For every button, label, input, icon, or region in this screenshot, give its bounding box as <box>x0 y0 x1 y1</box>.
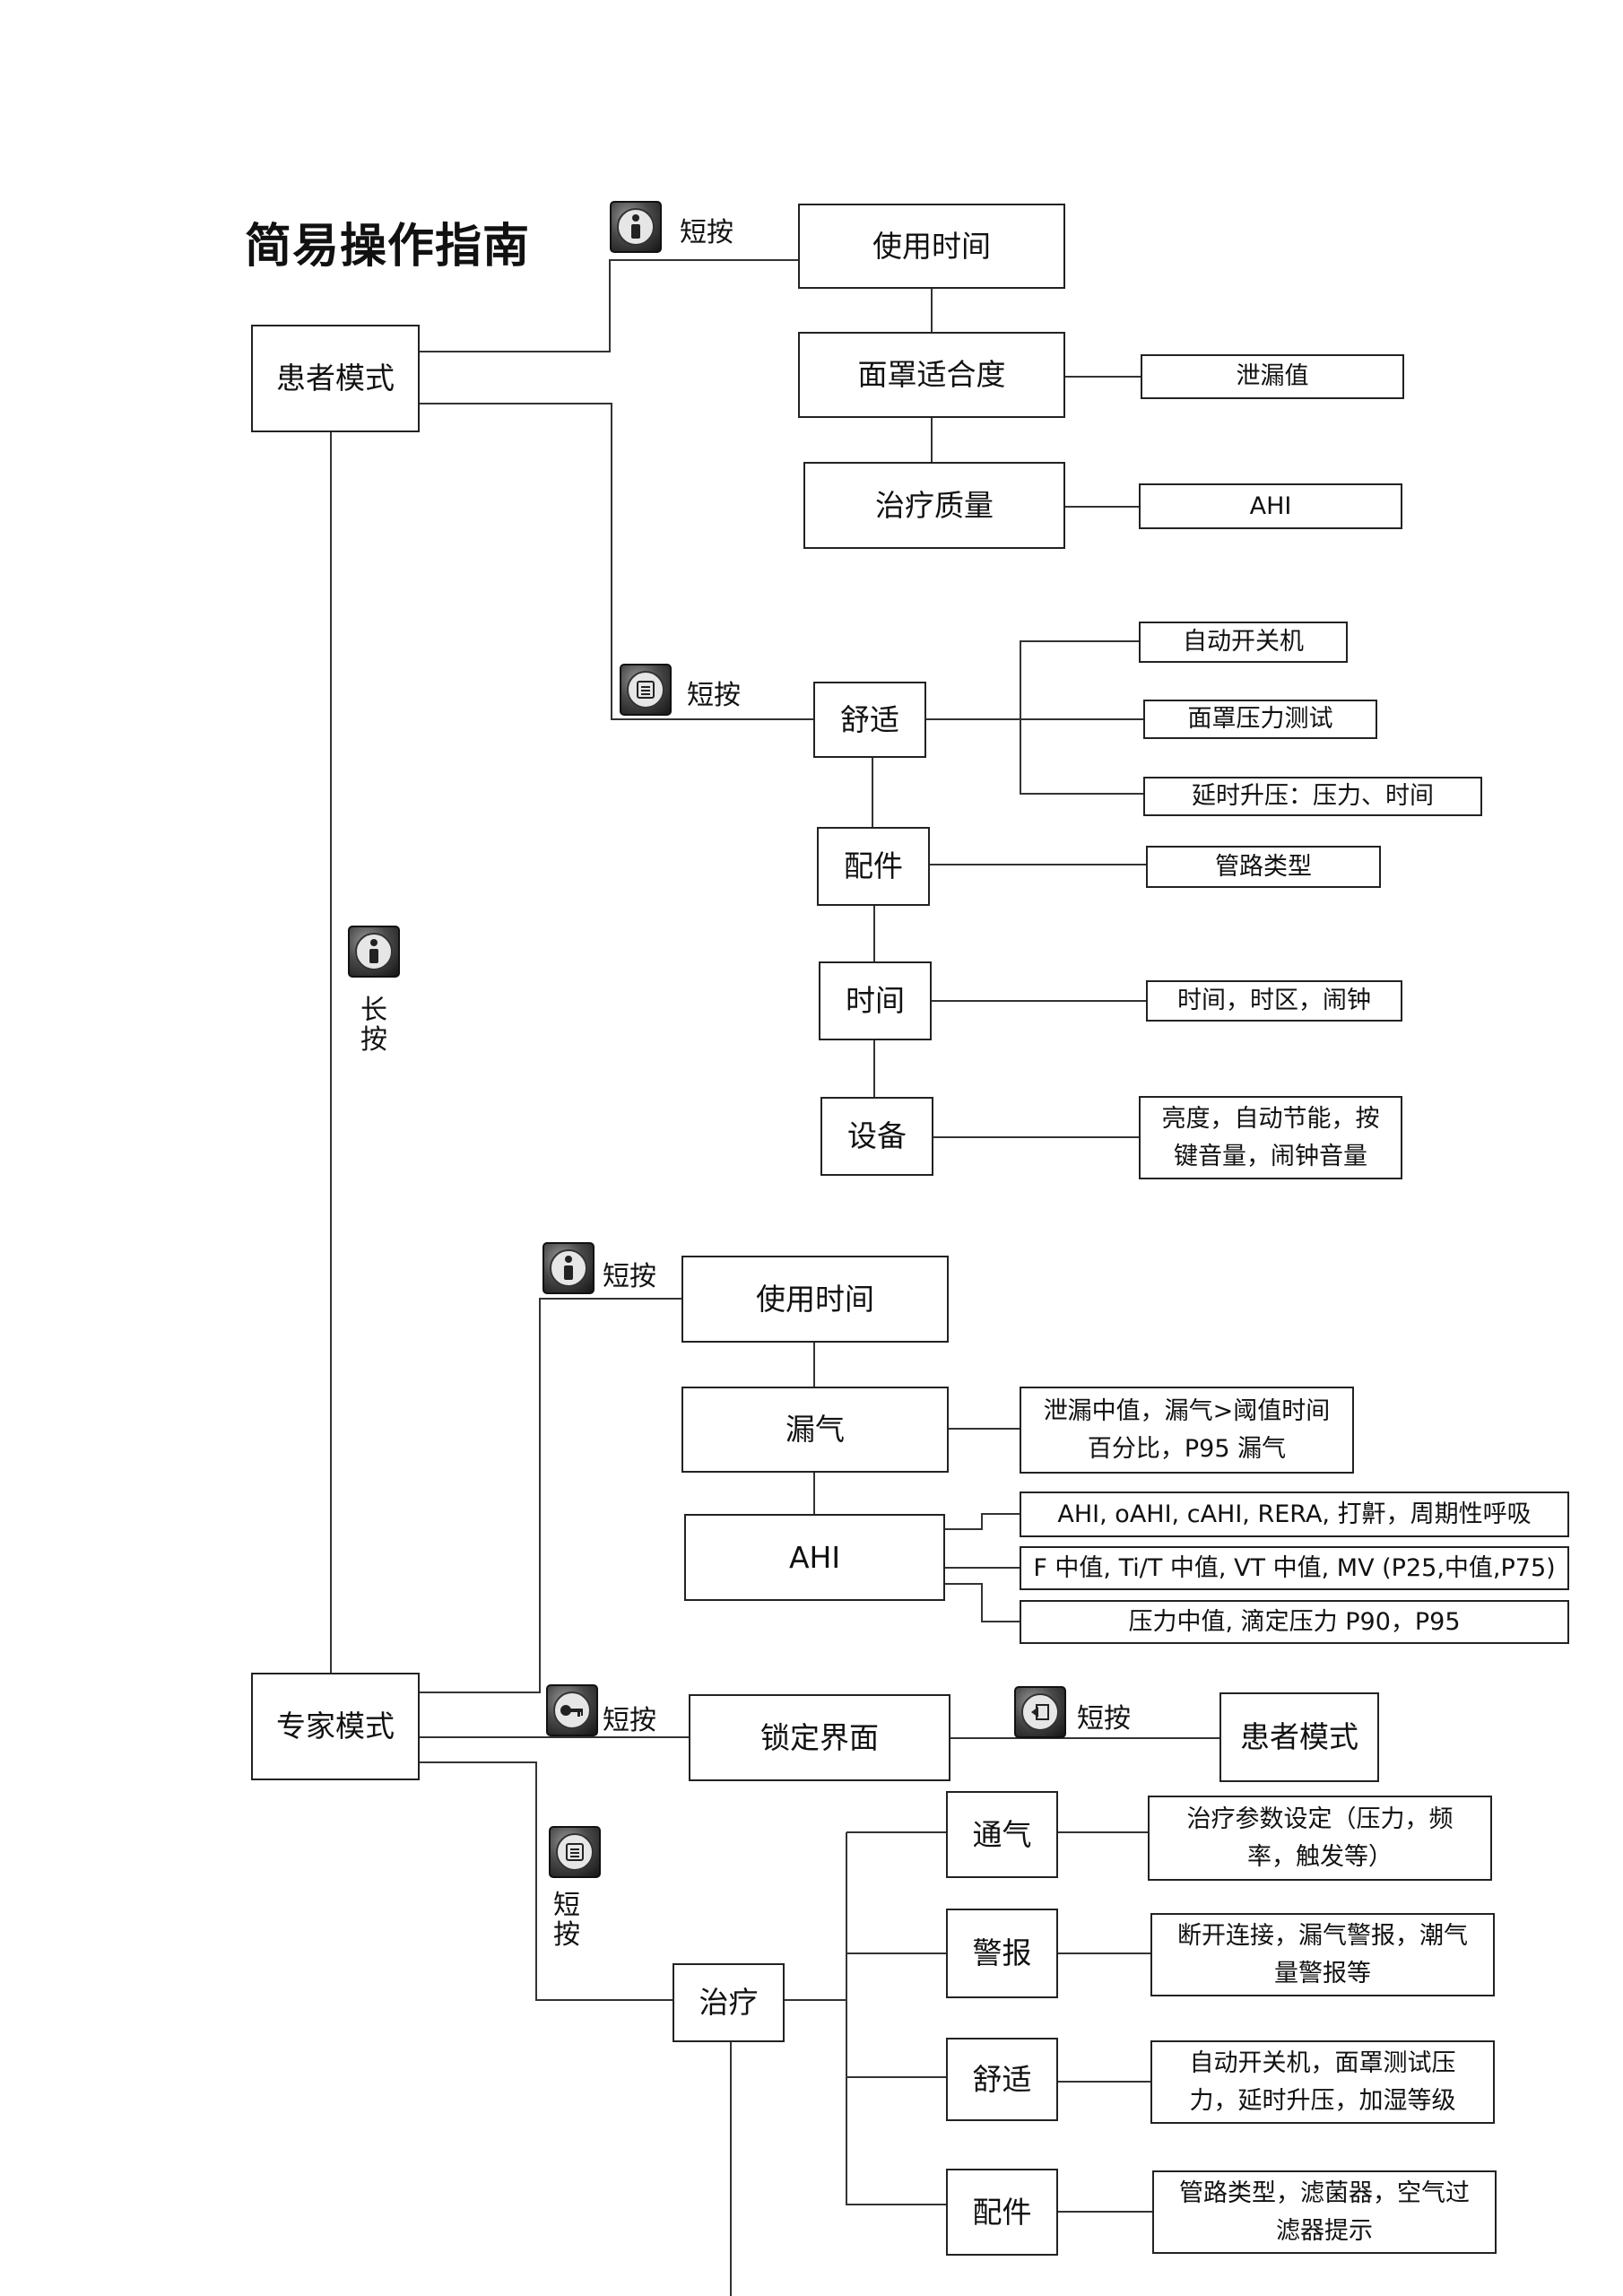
comfort-box: 舒适 <box>813 682 926 758</box>
usage-time-box: 使用时间 <box>798 204 1065 289</box>
usage-time-box: 使用时间 <box>681 1256 949 1343</box>
key-icon <box>546 1684 598 1736</box>
short-press-label: 短按 <box>603 1261 656 1292</box>
info-icon <box>610 201 662 253</box>
expert-mode-box: 专家模式 <box>251 1673 420 1780</box>
alarm-detail-line-1: 断开连接，漏气警报，潮气 <box>1177 1921 1468 1950</box>
leak-detail-line-2: 百分比，P95 漏气 <box>1087 1434 1287 1463</box>
ventilation-detail-line-1: 治疗参数设定（压力，频 <box>1186 1805 1454 1833</box>
ventilation-box: 通气 <box>946 1791 1058 1878</box>
mask-fit-box: 面罩适合度 <box>798 332 1065 418</box>
leak-detail-line-1: 泄漏中值，漏气>阈值时间 <box>1043 1396 1331 1425</box>
time-detail-box: 时间，时区，闹钟 <box>1146 980 1402 1022</box>
info-icon <box>542 1242 595 1294</box>
tube-type-box: 管路类型 <box>1146 846 1381 888</box>
short-press-label: 短按 <box>687 680 741 711</box>
ahi-detail-box-2: F 中值, Ti/T 中值, VT 中值, MV (P25,中值,P75) <box>1020 1546 1569 1590</box>
info-icon <box>348 926 400 978</box>
device-detail-box: 亮度，自动节能，按 键音量，闹钟音量 <box>1139 1096 1402 1179</box>
accessories-box: 配件 <box>817 827 930 906</box>
patient-mode-return-box: 患者模式 <box>1219 1692 1379 1782</box>
long-press-label: 长 按 <box>360 995 387 1056</box>
device-box: 设备 <box>820 1097 933 1176</box>
comfort-detail-line-1: 自动开关机，面罩测试压 <box>1189 2048 1456 2077</box>
comfort-box: 舒适 <box>946 2038 1058 2121</box>
ahi-box: AHI <box>684 1514 945 1601</box>
back-icon <box>1014 1686 1066 1738</box>
ventilation-detail-box: 治疗参数设定（压力，频 率，触发等） <box>1148 1796 1492 1881</box>
therapy-box: 治疗 <box>673 1963 785 2042</box>
short-press-label: 短按 <box>680 217 733 248</box>
auto-onoff-box: 自动开关机 <box>1139 622 1348 663</box>
ahi-box: AHI <box>1139 483 1402 529</box>
ventilation-detail-line-2: 率，触发等） <box>1247 1842 1393 1871</box>
leak-detail-box: 泄漏中值，漏气>阈值时间 百分比，P95 漏气 <box>1020 1387 1354 1474</box>
leak-value-box: 泄漏值 <box>1141 354 1404 399</box>
accessories-box: 配件 <box>946 2169 1058 2256</box>
ahi-detail-box-1: AHI, oAHI, cAHI, RERA, 打鼾，周期性呼吸 <box>1020 1492 1569 1537</box>
alarm-detail-box: 断开连接，漏气警报，潮气 量警报等 <box>1150 1913 1495 1996</box>
mask-pressure-test-box: 面罩压力测试 <box>1143 700 1377 739</box>
device-detail-line-2: 键音量，闹钟音量 <box>1174 1142 1367 1170</box>
accessories-detail-box: 管路类型，滤菌器，空气过 滤器提示 <box>1152 2170 1497 2254</box>
accessories-detail-line-2: 滤器提示 <box>1276 2216 1373 2245</box>
comfort-detail-box: 自动开关机，面罩测试压 力，延时升压，加湿等级 <box>1150 2040 1495 2124</box>
therapy-quality-box: 治疗质量 <box>803 462 1065 549</box>
accessories-detail-line-1: 管路类型，滤菌器，空气过 <box>1179 2179 1470 2207</box>
page-title: 简易操作指南 <box>245 220 531 274</box>
lock-screen-box: 锁定界面 <box>689 1694 950 1781</box>
patient-mode-box: 患者模式 <box>251 325 420 432</box>
ramp-box: 延时升压：压力、时间 <box>1143 777 1482 816</box>
ahi-detail-box-3: 压力中值, 滴定压力 P90，P95 <box>1020 1600 1569 1644</box>
time-box: 时间 <box>819 961 932 1040</box>
device-detail-line-1: 亮度，自动节能，按 <box>1161 1104 1380 1133</box>
menu-icon <box>620 664 672 716</box>
short-press-label: 短按 <box>603 1705 656 1736</box>
comfort-detail-line-2: 力，延时升压，加湿等级 <box>1189 2086 1456 2115</box>
alarm-detail-line-2: 量警报等 <box>1274 1959 1371 1987</box>
short-press-label: 短按 <box>1077 1703 1131 1735</box>
menu-icon <box>549 1826 601 1878</box>
alarm-box: 警报 <box>946 1909 1058 1998</box>
leak-box: 漏气 <box>681 1387 949 1473</box>
short-press-label: 短 按 <box>553 1890 580 1951</box>
